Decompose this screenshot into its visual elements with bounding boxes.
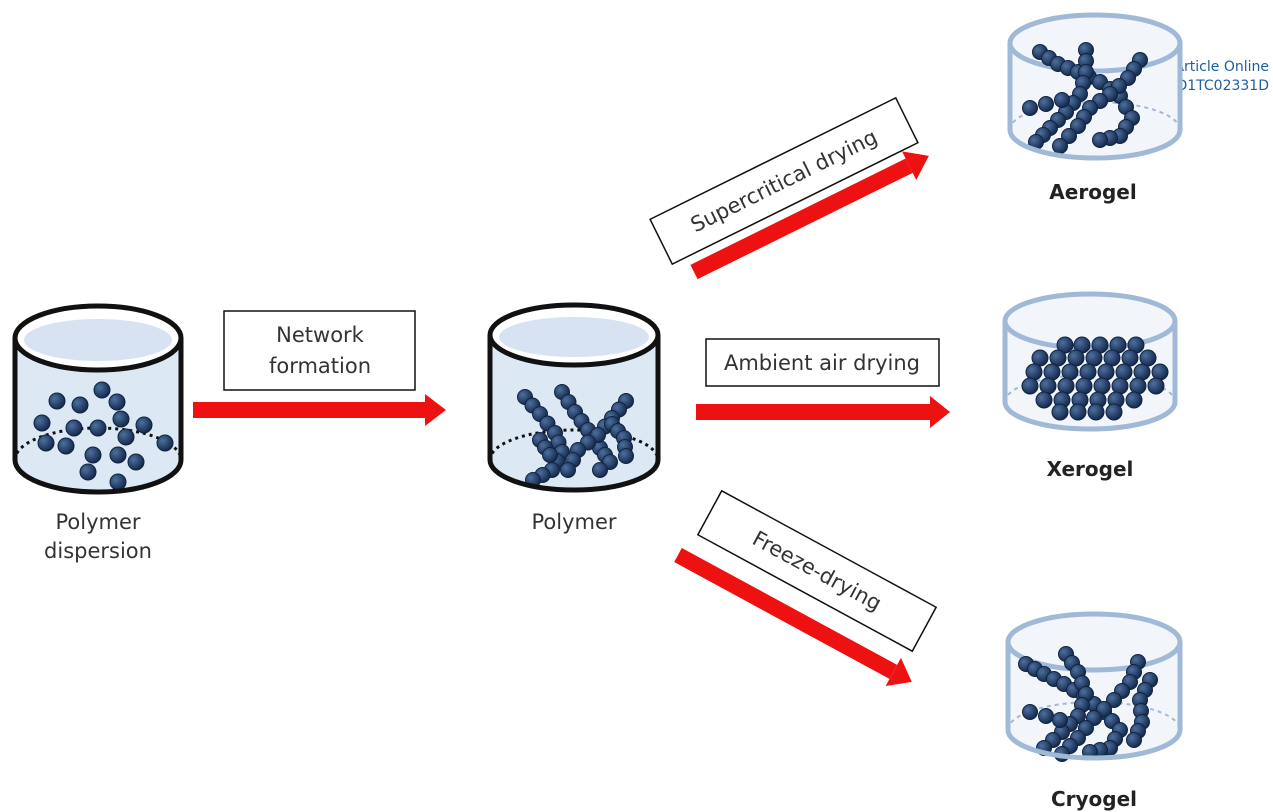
polymer-caption: Polymer [531, 510, 616, 534]
particle [1057, 377, 1075, 395]
particle [117, 428, 135, 446]
network-formation-label-2: formation [269, 354, 371, 378]
dispersion-caption-line2: dispersion [44, 539, 152, 563]
particle [112, 410, 130, 428]
particle [1021, 377, 1039, 395]
ambient-drying-arrow [696, 396, 950, 428]
particle [1151, 363, 1169, 381]
dispersion-caption-line1: Polymer [55, 510, 140, 534]
particle [93, 381, 111, 399]
polymer-network-particles [517, 384, 634, 488]
particle [1070, 118, 1086, 134]
particle [1022, 704, 1038, 720]
cryogel-caption: Cryogel [1051, 787, 1137, 811]
particle [1133, 363, 1151, 381]
particle [89, 419, 107, 437]
particle [1111, 377, 1129, 395]
particle [1038, 96, 1054, 112]
particle [1025, 363, 1043, 381]
particle [84, 446, 102, 464]
particle [618, 448, 634, 464]
xerogel-container [1002, 291, 1178, 432]
particle [1061, 363, 1079, 381]
particle [1096, 701, 1112, 717]
particle [48, 392, 66, 410]
dispersed-particles [33, 381, 174, 491]
particle [1105, 403, 1123, 421]
cryogel-container [1005, 611, 1183, 762]
particle [592, 462, 608, 478]
aerogel-particles [1022, 42, 1148, 154]
particle [1035, 391, 1053, 409]
particle [1054, 92, 1070, 108]
aerogel-caption: Aerogel [1049, 180, 1136, 204]
dispersion-container [12, 303, 184, 495]
particle [1043, 363, 1061, 381]
particle [1126, 732, 1142, 748]
polymer-container [487, 302, 661, 493]
particle [1056, 336, 1074, 354]
particle [1087, 403, 1105, 421]
particle [560, 462, 576, 478]
aerogel-container [1007, 12, 1183, 161]
particle [135, 416, 153, 434]
xerogel-particles [1021, 336, 1169, 421]
particle [1093, 377, 1111, 395]
particle [1052, 712, 1068, 728]
particle [65, 419, 83, 437]
particle [1075, 377, 1093, 395]
particle [542, 447, 558, 463]
particle [109, 446, 127, 464]
particle [1079, 363, 1097, 381]
particle [1039, 377, 1057, 395]
particle [1061, 128, 1077, 144]
particle [1106, 692, 1122, 708]
network-formation-box: Network formation [223, 310, 416, 391]
particle [156, 434, 174, 452]
particle [109, 473, 127, 491]
ambient-drying-label: Ambient air drying [724, 351, 920, 375]
particle [1092, 132, 1108, 148]
particle [1147, 377, 1165, 395]
network-formation-label-1: Network [276, 323, 365, 347]
particle [1125, 391, 1143, 409]
particle [79, 463, 97, 481]
particle [71, 396, 89, 414]
particle [1022, 100, 1038, 116]
particle [1038, 708, 1054, 724]
particle [1129, 377, 1147, 395]
particle [1097, 363, 1115, 381]
ambient-drying-box: Ambient air drying [705, 338, 940, 387]
freeze-drying-arrow [674, 547, 912, 686]
network-formation-arrow [193, 394, 446, 426]
particle [108, 393, 126, 411]
supercritical-drying-arrow [690, 151, 929, 280]
particle [1052, 138, 1068, 154]
particle [57, 437, 75, 455]
particle [37, 434, 55, 452]
particle [33, 414, 51, 432]
xerogel-caption: Xerogel [1047, 457, 1134, 481]
particle [1115, 363, 1133, 381]
particle [127, 453, 145, 471]
particle [1051, 403, 1069, 421]
particle [1069, 403, 1087, 421]
